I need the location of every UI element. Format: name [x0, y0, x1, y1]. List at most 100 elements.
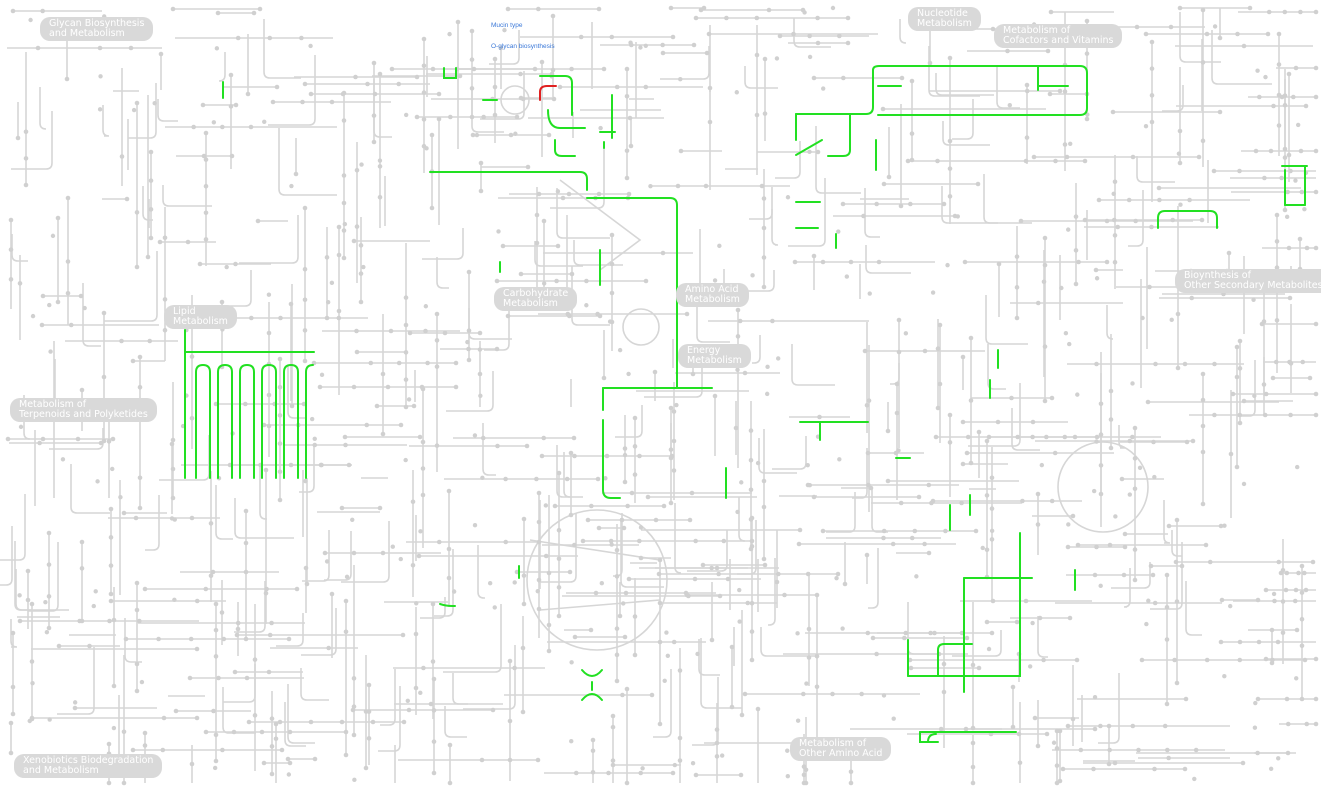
compound-node — [660, 50, 666, 56]
compound-node — [896, 317, 902, 323]
compound-node — [429, 205, 435, 211]
highlighted-pathway — [795, 65, 1088, 116]
compound-node — [503, 476, 508, 482]
compound-node — [543, 553, 549, 559]
compound-node — [134, 210, 140, 215]
compound-node — [341, 228, 347, 233]
compound-node — [845, 15, 851, 21]
compound-node — [446, 546, 452, 552]
highlighted-pathways[interactable] — [184, 65, 1308, 743]
compound-node — [1016, 731, 1022, 737]
category-terpenoids-polyketides[interactable]: Metabolism of Terpenoids and Polyketides — [10, 398, 157, 422]
pathway-elbow — [422, 228, 464, 260]
compound-node — [569, 66, 574, 72]
compound-node — [170, 495, 176, 501]
compound-node — [609, 34, 615, 40]
compound-node — [420, 386, 426, 392]
compound-node — [37, 440, 42, 446]
compound-node — [541, 218, 547, 224]
compound-node — [820, 528, 826, 534]
category-other-amino-acid[interactable]: Metabolism of Other Amino Acid — [790, 737, 892, 761]
category-lipid-metabolism[interactable]: Lipid Metabolism — [164, 305, 237, 329]
pathway-elbow — [380, 669, 396, 726]
compound-node — [656, 571, 662, 577]
compound-node — [398, 556, 403, 562]
compound-node — [194, 715, 200, 721]
compound-node — [79, 387, 85, 393]
pathway-elbow — [788, 178, 826, 247]
compound-node — [874, 651, 879, 657]
compound-node — [1313, 9, 1319, 15]
compound-node — [300, 99, 305, 105]
compound-node — [403, 377, 409, 382]
highlighted-pathway — [429, 171, 588, 191]
category-carbohydrate-metabolism[interactable]: Carbohydrate Metabolism — [494, 287, 578, 311]
compound-node — [8, 277, 14, 282]
highlighted-pathway — [919, 731, 939, 743]
compound-node — [684, 592, 690, 598]
selected-reaction[interactable] — [539, 85, 557, 101]
compound-node — [943, 528, 948, 534]
compound-node — [1023, 158, 1029, 164]
compound-node — [211, 708, 216, 714]
category-amino-acid-metabolism[interactable]: Amino Acid Metabolism — [676, 283, 749, 307]
compound-node — [389, 66, 395, 72]
compound-node — [1070, 716, 1076, 722]
compound-node — [986, 434, 992, 440]
compound-node — [947, 412, 953, 418]
compound-node — [1280, 630, 1286, 636]
compound-node — [1010, 724, 1016, 730]
compound-node — [791, 31, 796, 37]
compound-node — [1299, 616, 1305, 622]
pathway-elbow — [157, 99, 178, 122]
compound-node — [351, 384, 357, 390]
category-cofactors-vitamins[interactable]: Metabolism of Cofactors and Vitamins — [994, 24, 1123, 48]
compound-node — [1237, 412, 1243, 418]
compound-node — [989, 506, 995, 511]
compound-node — [737, 619, 742, 624]
compound-node — [603, 476, 608, 481]
compound-node — [1182, 766, 1188, 772]
compound-node — [1042, 262, 1048, 268]
compound-node — [1122, 531, 1128, 537]
category-glycan-biosynthesis[interactable]: Glycan Biosynthesis and Metabolism — [40, 17, 154, 41]
compound-node — [430, 659, 436, 664]
compound-node — [938, 726, 944, 732]
compound-node — [1057, 728, 1063, 734]
compound-node — [518, 271, 524, 277]
category-xenobiotics-biodegradation[interactable]: Xenobiotics Biodegradation and Metabolis… — [14, 754, 163, 778]
compound-node — [1193, 747, 1199, 753]
compound-node — [43, 599, 48, 605]
category-secondary-metabolites[interactable]: Bioynthesis of Other Secondary Metabolit… — [1175, 269, 1321, 293]
pathway-elbow — [768, 558, 776, 626]
compound-node — [507, 718, 513, 724]
category-energy-metabolism[interactable]: Energy Metabolism — [678, 344, 751, 368]
compound-node — [234, 632, 240, 638]
compound-node — [748, 457, 754, 463]
compound-node — [18, 424, 24, 430]
compound-node — [629, 490, 635, 496]
compound-node — [403, 350, 409, 355]
compound-node — [101, 374, 107, 380]
compound-node — [423, 328, 428, 334]
compound-node — [714, 754, 720, 759]
compound-node — [610, 713, 616, 719]
compound-node — [1285, 721, 1291, 727]
compound-node — [1106, 723, 1112, 729]
compound-node — [294, 586, 300, 592]
compound-node — [608, 538, 614, 544]
pathway-elbow — [0, 494, 26, 561]
compound-node — [1230, 391, 1236, 397]
compound-node — [524, 443, 530, 449]
compound-node — [1175, 365, 1181, 371]
compound-node — [60, 457, 66, 462]
compound-node — [189, 761, 195, 767]
compound-node — [678, 148, 684, 154]
compound-node — [614, 547, 620, 553]
highlighted-pathway — [1157, 210, 1218, 229]
compound-node — [623, 590, 629, 596]
compound-node — [817, 414, 822, 420]
highlighted-pathway — [554, 139, 576, 157]
category-nucleotide-metabolism[interactable]: Nucleotide Metabolism — [908, 7, 981, 31]
